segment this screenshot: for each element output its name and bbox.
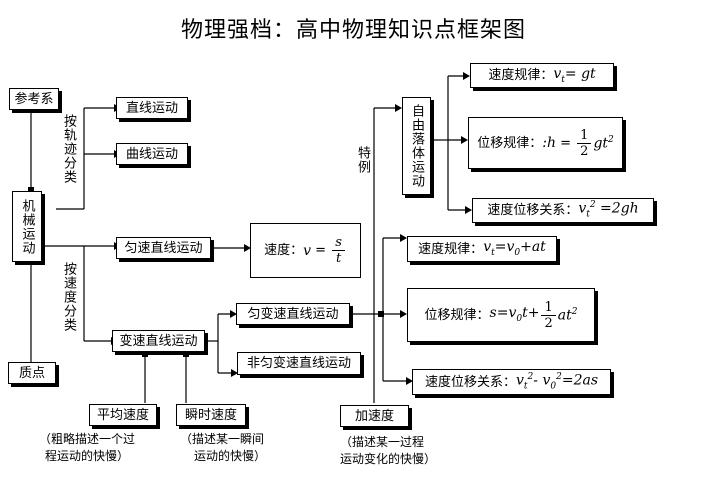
note-inst-line2: 运动的快慢） (194, 449, 267, 463)
node-straight: 直线运动 (116, 97, 188, 119)
formula-ff-displacement-prefix: 位移规律： (477, 135, 543, 151)
node-mechanical: 机械运动 (12, 191, 42, 262)
node-uniform: 匀速直线运动 (116, 237, 211, 259)
node-mechanical-label: 机械运动 (19, 198, 35, 255)
formula-ua-velocity-prefix: 速度规律： (418, 241, 484, 257)
node-avg-speed: 平均速度 (89, 404, 157, 426)
label-by-trajectory: 按轨迹分类 (61, 114, 76, 184)
formula-ua-displacement-prefix: 位移规律： (424, 307, 490, 323)
formula-ua-relation: 速度位移关系： vt2- v02=2as (412, 369, 611, 395)
page-title: 物理强档：高中物理知识点框架图 (180, 18, 526, 43)
node-acceleration: 加速度 (340, 405, 409, 427)
node-uniform-accel: 匀变速直线运动 (236, 303, 350, 325)
node-non-uniform-accel: 非匀变速直线运动 (237, 352, 361, 375)
node-reference: 参考系 (9, 88, 59, 110)
note-inst-speed: （描述某一瞬间 运动的快慢） (180, 431, 266, 465)
formula-ua-relation-prefix: 速度位移关系： (424, 374, 516, 390)
note-inst-line1: （描述某一瞬间 (180, 432, 265, 446)
node-freefall-label: 自由落体运动 (409, 104, 424, 188)
formula-ff-velocity-prefix: 速度规律： (488, 68, 554, 83)
formula-uniform-prefix: 速度： (264, 243, 304, 258)
note-avg-line2: 程运动的快慢） (45, 449, 130, 463)
note-accel-line1: （描述某一过程 (340, 435, 425, 449)
node-variable: 变速直线运动 (112, 330, 205, 352)
node-particle: 质点 (8, 362, 56, 384)
node-inst-speed: 瞬时速度 (176, 404, 246, 426)
note-accel-line2: 运动变化的快慢） (340, 452, 437, 466)
note-avg-line1: （粗略描述一个过 (39, 432, 136, 446)
node-curve: 曲线运动 (116, 143, 188, 165)
formula-ua-velocity: 速度规律： vt=v0+at (407, 236, 557, 262)
node-freefall: 自由落体运动 (402, 97, 431, 195)
label-by-speed: 按速度分类 (61, 262, 76, 332)
note-avg-speed: （粗略描述一个过 程运动的快慢） (39, 431, 135, 465)
formula-ff-relation-prefix: 速度位移关系： (487, 203, 579, 218)
formula-ff-velocity: 速度规律： vt= gt (470, 63, 614, 88)
note-acceleration: （描述某一过程 运动变化的快慢） (340, 434, 436, 468)
formula-ff-relation: 速度位移关系： vt2 =2gh (472, 198, 654, 223)
label-special-case: 特例 (355, 146, 370, 174)
